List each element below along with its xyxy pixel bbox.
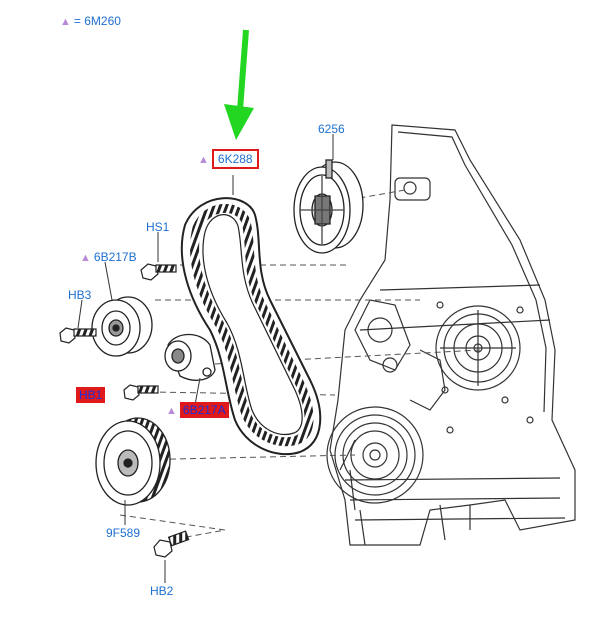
label-idler-bolt: HS1 — [146, 220, 170, 234]
label-crank-bolt: HB2 — [150, 584, 174, 598]
label-crank-sprocket: 9F589 — [106, 526, 141, 540]
bolt-hb3 — [59, 327, 97, 344]
label-tensioner: ▲6B217A — [166, 402, 229, 418]
water-pump-pulley — [435, 301, 534, 434]
tensioner-part-number: 6B217A — [179, 402, 229, 418]
leader-lines — [77, 134, 334, 583]
legend: ▲= 6M260 — [60, 14, 121, 28]
label-idler-pulley-bolt: HB3 — [68, 288, 92, 302]
triangle-icon: ▲ — [60, 16, 71, 28]
engine-block — [329, 124, 576, 546]
idler-pulley-part-number: 6B217B — [93, 250, 137, 264]
label-tensioner-bolt: HB1 — [76, 387, 106, 403]
label-camshaft-pulley: 6256 — [318, 122, 345, 136]
label-idler-pulley: ▲6B217B — [80, 250, 137, 265]
bolt-hb1 — [123, 384, 159, 401]
timing-belt-part-number: 6K288 — [211, 149, 259, 169]
triangle-icon: ▲ — [80, 252, 91, 264]
triangle-icon: ▲ — [198, 154, 209, 166]
idler-pulley — [91, 296, 153, 357]
tensioner — [164, 333, 216, 381]
tensioner-bolt-part-number: HB1 — [76, 387, 106, 403]
legend-text: = 6M260 — [73, 14, 121, 28]
bolt-hs1 — [140, 263, 177, 281]
timing-belt — [180, 197, 322, 456]
label-timing-belt: ▲6K288 — [198, 149, 259, 169]
bolt-hb2 — [153, 530, 190, 558]
green-arrow-icon — [224, 29, 254, 140]
crankshaft-damper — [326, 406, 424, 504]
camshaft-pulley — [293, 159, 364, 254]
crankshaft-sprocket — [95, 417, 171, 506]
triangle-icon: ▲ — [166, 405, 177, 417]
